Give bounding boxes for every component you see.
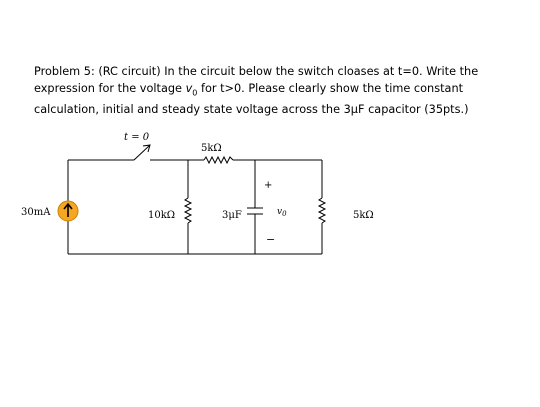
resistor-top-zigzag: [203, 155, 234, 165]
problem-statement: Problem 5: (RC circuit) In the circuit b…: [34, 63, 524, 118]
problem-line-3: calculation, initial and steady state vo…: [34, 103, 469, 117]
problem-line-2: expression for the voltage v0 for t>0. P…: [34, 82, 464, 98]
vo-symbol: v: [185, 82, 193, 95]
switch-arrow: [142, 144, 151, 153]
switch-blade: [133, 144, 151, 161]
problem-line-2-rest: for t>0. Please clearly show the time co…: [197, 82, 464, 95]
switch-label: t = 0: [124, 132, 150, 143]
problem-line-2-text: expression for the voltage: [34, 82, 186, 95]
r3-zigzag: [317, 197, 327, 224]
source-label: 30mA: [21, 207, 51, 218]
problem-line-1: Problem 5: (RC circuit) In the circuit b…: [34, 65, 479, 78]
r1-zigzag: [183, 197, 193, 224]
vo-label: v0: [277, 207, 287, 218]
vo-plus: +: [264, 180, 272, 191]
vo-subscript: 0: [192, 88, 198, 98]
current-source-arrow: [63, 202, 73, 217]
c-label: 3μF: [222, 210, 242, 221]
vo-minus: −: [266, 233, 275, 246]
r1-label: 10kΩ: [148, 210, 175, 221]
vo-label-var: v: [277, 207, 282, 217]
r3-label: 5kΩ: [353, 210, 374, 221]
vo-label-sub: 0: [282, 210, 287, 218]
r2-label: 5kΩ: [201, 143, 222, 154]
